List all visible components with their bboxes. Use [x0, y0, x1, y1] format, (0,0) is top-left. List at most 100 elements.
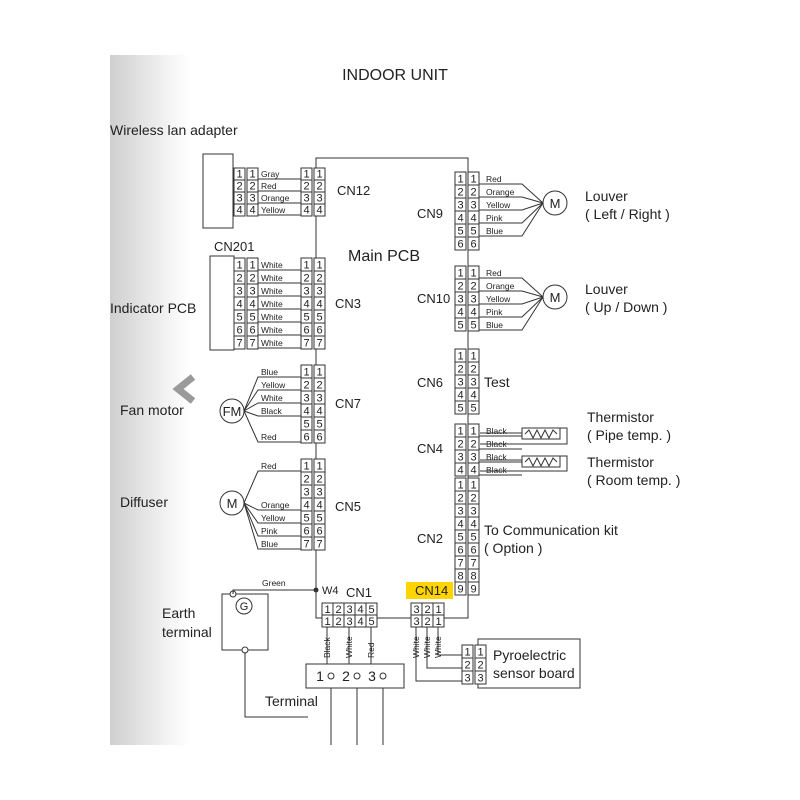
- diffuser-pcb-pin-b-number: 5: [316, 513, 322, 525]
- wireless_lan-device-pin-b-number: 4: [249, 205, 255, 217]
- indicator_pcb-pcb-pin-b-number: 7: [316, 338, 322, 350]
- earth-wire-color: Green: [262, 578, 286, 588]
- cn1-pin-b-number: 3: [346, 616, 352, 628]
- louver_ud-wire-color: Orange: [486, 281, 515, 291]
- diffuser-wire: [243, 470, 301, 504]
- louver_ud-pcb-pin-cell: [454, 317, 467, 332]
- louver_lr-wire: [479, 196, 544, 204]
- diffuser-pcb-pin-b-number: 3: [316, 487, 322, 499]
- diffuser-pcb-pin-number: 5: [303, 513, 309, 525]
- diffuser-motor-symbol-text: M: [227, 496, 238, 511]
- indicator_pcb-pcb-pin-b-number: 5: [316, 312, 322, 324]
- cn14-wire-color: White: [411, 636, 421, 658]
- wireless_lan-pcb-pin-number: 1: [303, 169, 309, 181]
- diffuser-wire: [243, 502, 301, 524]
- diffuser-pcb-pin-b-number: 4: [316, 500, 322, 512]
- fan-motor-pcb-pin-b-number: 2: [316, 380, 322, 392]
- louver_ud-wire-color: Blue: [486, 320, 503, 330]
- cn1-pin-number: 3: [346, 604, 352, 616]
- fan-motor-pcb-pin-b-number: 6: [316, 432, 322, 444]
- wireless_lan-pcb-pin-b-cell: [313, 203, 326, 217]
- indicator_pcb-device-pin-b-number: 2: [249, 273, 255, 285]
- thermistor-pcb-pin-number: 1: [457, 426, 463, 438]
- cn10-label: CN10: [417, 291, 450, 306]
- chevron-left-icon[interactable]: [172, 374, 196, 404]
- indicator_pcb-pcb-pin-b-number: 4: [316, 299, 322, 311]
- thermistor-pcb-pin-b-number: 1: [470, 426, 476, 438]
- cn14-pin-b-number: 3: [413, 616, 419, 628]
- pyro-pin-number: 2: [464, 660, 470, 672]
- thermistor-pcb-pin-cell: [454, 462, 467, 477]
- fan-motor-pcb-pin-b-cell: [313, 429, 326, 444]
- pyro-pin-cell: [461, 670, 474, 685]
- indicator_pcb-device-pin-number: 2: [236, 273, 242, 285]
- indicator_pcb-pcb-pin-number: 4: [303, 299, 309, 311]
- indicator_pcb-pcb-pin-number: 5: [303, 312, 309, 324]
- cn6-label: CN6: [417, 375, 443, 390]
- cn14-label: CN14: [415, 583, 448, 598]
- fan-motor-pcb-pin-cell: [300, 429, 313, 444]
- louver_lr-wire-color: Blue: [486, 226, 503, 236]
- comm-pcb-pin-b-number: 9: [470, 584, 476, 596]
- cn1-pin-b-number: 2: [335, 616, 341, 628]
- diffuser-wire-color: Blue: [261, 539, 278, 549]
- diffuser-pcb-pin-b-cell: [313, 536, 326, 551]
- w4-label: W4: [322, 585, 339, 597]
- wireless_lan-pcb-pin-b-number: 2: [316, 181, 322, 193]
- diffuser-pcb-pin-number: 4: [303, 500, 309, 512]
- louver_ud-pcb-pin-number: 3: [457, 294, 463, 306]
- comm-pcb-pin-b-number: 1: [470, 480, 476, 492]
- fan-motor-wire: [243, 410, 301, 417]
- diffuser-wire: [243, 502, 301, 511]
- fan-motor-wire: [243, 376, 301, 412]
- pipe-temp-label: ( Pipe temp. ): [587, 427, 671, 443]
- louver_ud-pcb-pin-b-number: 5: [470, 320, 476, 332]
- comm-pcb-pin-cell: [454, 581, 467, 596]
- louver_lr-wire: [479, 202, 544, 224]
- fan-motor-pcb-pin-number: 6: [303, 432, 309, 444]
- cn14-wire: [437, 627, 462, 656]
- cn14-wire: [415, 627, 462, 682]
- test-pcb-pin-number: 5: [457, 403, 463, 415]
- wireless_lan-wire-color: Yellow: [261, 205, 286, 215]
- cn1-pin-number: 4: [357, 604, 363, 616]
- louver_ud-wire-color: Pink: [486, 307, 503, 317]
- fan-motor-wire-color: Red: [261, 432, 277, 442]
- pyro-pin-b-number: 2: [477, 660, 483, 672]
- fan-motor-wire: [243, 389, 301, 412]
- indicator_pcb-device-pin-number: 3: [236, 286, 242, 298]
- louver_lr-pcb-pin-b-number: 4: [470, 213, 476, 225]
- cn2-label: CN2: [417, 531, 443, 546]
- test-pcb-pin-b-number: 1: [470, 351, 476, 363]
- communication-kit-option: ( Option ): [484, 540, 542, 556]
- indicator_pcb-pcb-pin-b-number: 2: [316, 273, 322, 285]
- diffuser-label: Diffuser: [120, 494, 168, 510]
- test-pcb-pin-number: 4: [457, 390, 463, 402]
- louver_lr-wire: [479, 183, 544, 204]
- louver_lr-wire-color: Pink: [486, 213, 503, 223]
- indicator_pcb-pcb-pin-b-number: 3: [316, 286, 322, 298]
- louver-up-down-label: Louver: [585, 281, 628, 297]
- indicator_pcb-device-pin-b-number: 1: [249, 260, 255, 272]
- wireless_lan-device-pin-number: 4: [236, 205, 242, 217]
- fan-motor-wire: [243, 402, 301, 412]
- wireless_lan-wire-color: Red: [261, 181, 277, 191]
- louver_ud-wire: [479, 296, 544, 331]
- left-shade-panel: [110, 55, 190, 745]
- test-pcb-pin-b-number: 3: [470, 377, 476, 389]
- cn5-label: CN5: [335, 499, 361, 514]
- cn7-label: CN7: [335, 396, 361, 411]
- louver_lr-wire: [479, 202, 544, 211]
- test-pcb-pin-number: 1: [457, 351, 463, 363]
- earth-terminal-label: terminal: [162, 624, 212, 640]
- diffuser-pcb-pin-b-number: 7: [316, 539, 322, 551]
- comm-pcb-pin-number: 2: [457, 493, 463, 505]
- louver_lr-pcb-pin-b-number: 1: [470, 174, 476, 186]
- thermistor-pcb-pin-number: 4: [457, 465, 463, 477]
